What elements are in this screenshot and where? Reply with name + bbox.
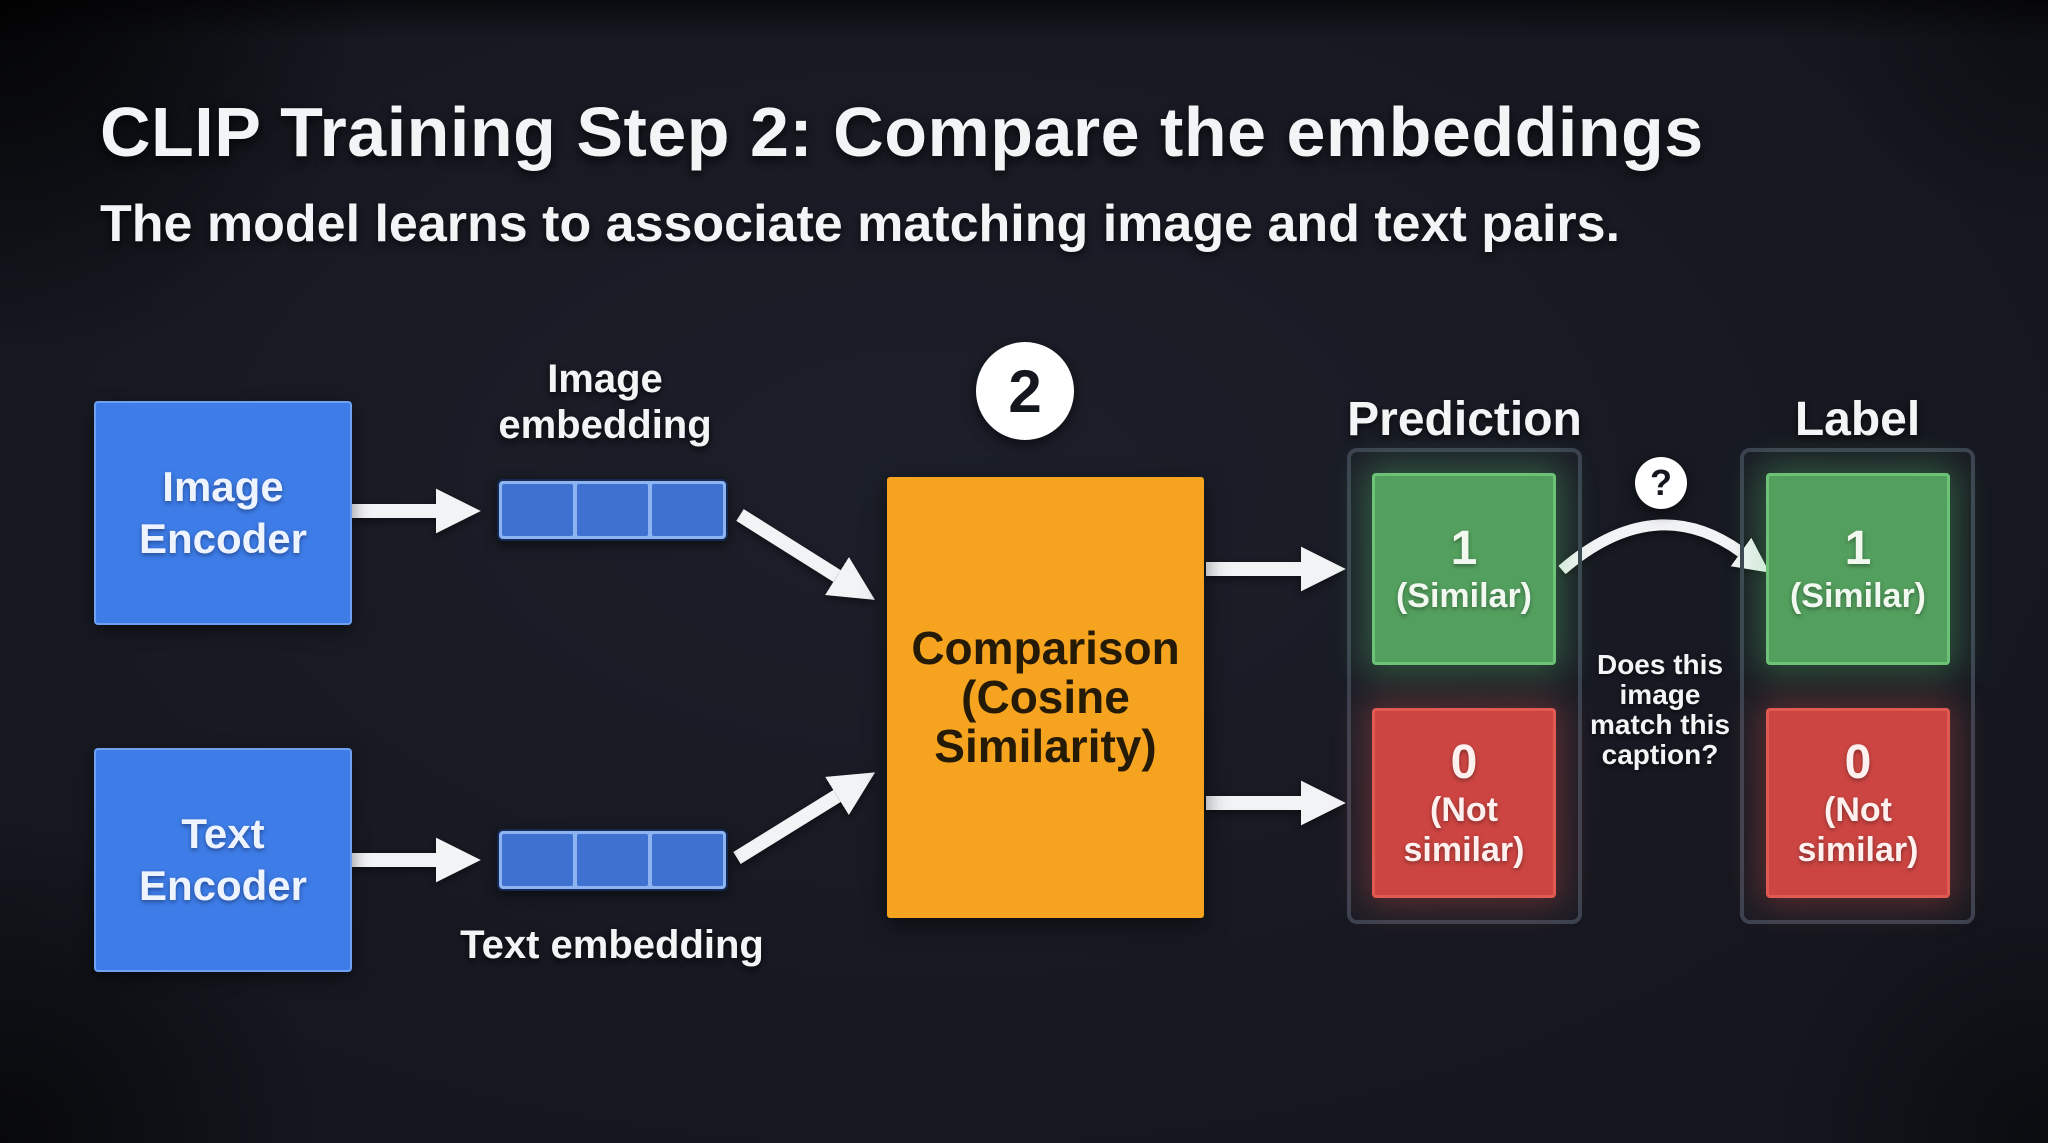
text-embedding-vector [497,829,728,891]
embedding-cell [652,834,723,886]
label-not-similar-box: 0 (Not similar) [1766,708,1950,898]
page-title: CLIP Training Step 2: Compare the embedd… [100,93,1704,171]
image-embedding-label-line2: embedding [498,403,712,447]
step-number: 2 [1008,357,1042,425]
embedding-cell [652,484,723,536]
image-encoder-label-line1: Image [162,463,284,510]
embedding-cell [577,834,648,886]
label-not-similar-label-line2: similar) [1797,831,1919,869]
text-embedding-label: Text embedding [460,923,764,967]
label-not-similar-label-line1: (Not [1824,791,1892,829]
label-header: Label [1794,393,1921,446]
step-number-badge: 2 [976,342,1074,440]
image-embedding-label: Image embedding [455,356,755,448]
prediction-not-similar-label-line2: similar) [1403,831,1525,869]
question-caption-line: image [1619,679,1701,710]
label-similar-value: 1 [1844,522,1872,575]
text-encoder-box: Text Encoder [94,748,352,972]
image-encoder-label-line2: Encoder [138,515,308,562]
label-container [1740,448,1975,924]
arrow-text-embedding-to-comparison [733,772,876,864]
prediction-similar-box: 1 (Similar) [1372,473,1556,665]
comparison-label-line3: Similarity) [934,720,1157,772]
prediction-not-similar-box: 0 (Not similar) [1372,708,1556,898]
image-embedding-label-line1: Image [547,357,663,401]
question-mark-icon: ? [1635,457,1687,509]
text-encoder-label-line1: Text [181,810,265,857]
image-embedding-vector [497,479,728,541]
comparison-label-line1: Comparison [911,622,1180,674]
label-not-similar-value: 0 [1844,736,1872,789]
arrow-image-embedding-to-comparison [736,509,875,600]
prediction-not-similar-value: 0 [1450,736,1478,789]
question-caption-line: caption? [1601,739,1719,770]
page-subtitle: The model learns to associate matching i… [100,195,1621,253]
question-mark: ? [1650,462,1672,503]
label-similar-box: 1 (Similar) [1766,473,1950,665]
comparison-label-line2: (Cosine [961,671,1130,723]
text-encoder-label-line2: Encoder [138,862,308,909]
label-similar-label: (Similar) [1789,577,1927,615]
prediction-container [1347,448,1582,924]
prediction-similar-value: 1 [1450,522,1478,575]
prediction-similar-label: (Similar) [1395,577,1533,615]
image-encoder-box: Image Encoder [94,401,352,625]
question-caption-line: Does this [1596,649,1724,680]
embedding-cell [577,484,648,536]
prediction-not-similar-label-line1: (Not [1430,791,1498,829]
embedding-cell [502,484,573,536]
arrow-prediction-to-label-curved [1558,519,1770,575]
embedding-cell [502,834,573,886]
question-caption: Does this image match this caption? [1580,650,1740,770]
comparison-box: Comparison (Cosine Similarity) [887,477,1204,918]
prediction-header: Prediction [1347,393,1582,446]
question-caption-line: match this [1589,709,1731,740]
